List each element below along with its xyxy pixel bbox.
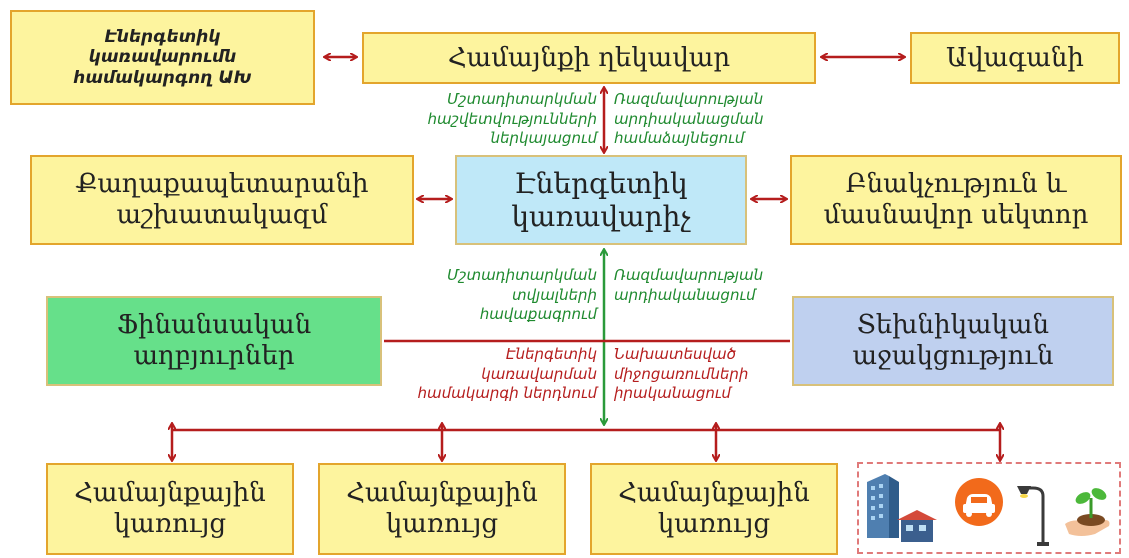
municipal-staff-box: Քաղաքապետարանի աշխատակազմ — [30, 155, 414, 245]
car-icon — [955, 478, 1003, 526]
council-box: Ավագանի — [910, 32, 1120, 84]
label-measures-implementation: Նախատեսված միջոցառումների իրականացում — [614, 345, 749, 402]
label-monitoring-reports: Մշտադիտարկման հաշվետվությունների ներկայա… — [427, 90, 597, 147]
label-system-implementation: Էներգետիկ կառավարման համակարգի ներդնում — [417, 345, 597, 402]
technical-support-text: Տեխնիկական աջակցություն — [852, 310, 1054, 371]
financial-sources-text: Ֆինանսական աղբյուրներ — [116, 310, 312, 371]
label-strategy-update: Ռազմավարության արդիականացում — [614, 266, 764, 304]
council-text: Ավագանի — [946, 42, 1084, 73]
community-head-text: Համայնքի ղեկավար — [447, 42, 731, 73]
label-strategy-approval: Ռազմավարության արդիականացման համաձայնեցո… — [614, 90, 764, 147]
infrastructure-icons-panel — [857, 462, 1121, 554]
energy-system-council-box: Էներգետիկ կառավարումն համակարգող ԱԽ — [10, 10, 315, 105]
community-structure-box-1: Համայնքային կառույց — [46, 463, 294, 555]
community-structure-box-2: Համայնքային կառույց — [318, 463, 566, 555]
label-monitoring-data: Մշտադիտարկման տվյալների հավաքագրում — [447, 266, 597, 323]
community-structure-text-3: Համայնքային կառույց — [618, 478, 810, 539]
community-structure-text-1: Համայնքային կառույց — [74, 478, 266, 539]
population-text: Բնակչություն և մասնավոր սեկտոր — [823, 169, 1089, 230]
plant-hand-icon — [1065, 488, 1110, 536]
street-lamp-icon — [1017, 486, 1049, 546]
financial-sources-box: Ֆինանսական աղբյուրներ — [46, 296, 382, 386]
community-head-box: Համայնքի ղեկավար — [362, 32, 816, 84]
community-structure-box-3: Համայնքային կառույց — [590, 463, 838, 555]
buildings-icon — [867, 474, 937, 542]
population-box: Բնակչություն և մասնավոր սեկտոր — [790, 155, 1122, 245]
municipal-staff-text: Քաղաքապետարանի աշխատակազմ — [75, 169, 369, 230]
energy-manager-box: Էներգետիկ կառավարիչ — [455, 155, 747, 245]
community-structure-text-2: Համայնքային կառույց — [346, 478, 538, 539]
energy-manager-text: Էներգետիկ կառավարիչ — [511, 166, 691, 233]
energy-system-council-text: Էներգետիկ կառավարումն համակարգող ԱԽ — [73, 27, 252, 88]
technical-support-box: Տեխնիկական աջակցություն — [792, 296, 1114, 386]
